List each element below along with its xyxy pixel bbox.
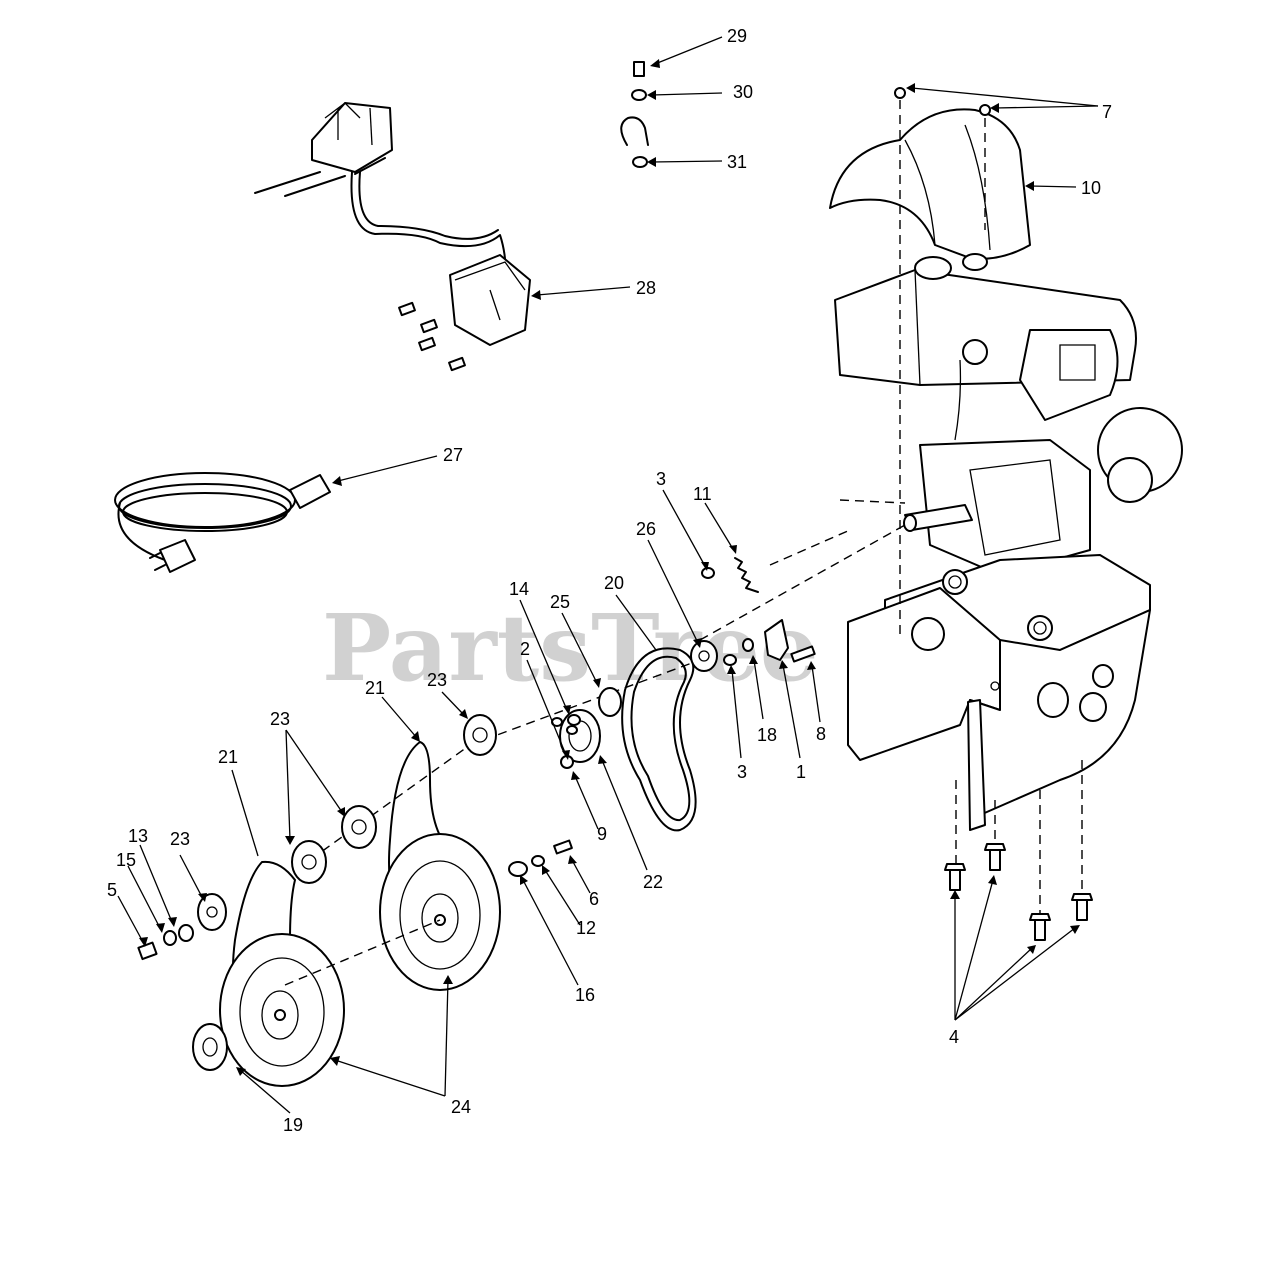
callout-18: 18 [757,725,777,745]
callout-29: 29 [727,26,747,46]
callout-11: 11 [693,484,712,504]
leader-lines [117,36,1099,1114]
callout-4: 4 [949,1027,959,1047]
callout-labels: 29 30 31 7 10 28 27 3 11 26 20 14 25 2 2… [107,26,1112,1135]
callout-16: 16 [575,985,595,1005]
callout-23-c: 23 [170,829,190,849]
callout-15: 15 [116,850,136,870]
engine-assembly [829,108,1183,656]
callout-14: 14 [509,579,529,599]
electric-starter [254,102,531,372]
power-cord [114,472,331,573]
callout-27: 27 [443,445,463,465]
callout-28: 28 [636,278,656,298]
callout-8: 8 [816,724,826,744]
callout-23-b: 23 [270,709,290,729]
callout-25: 25 [550,592,570,612]
crank-hardware [620,61,649,168]
watermark: PartsTree [322,594,818,702]
callout-30: 30 [733,82,753,102]
frame-bolts [944,760,1093,941]
callout-9: 9 [597,824,607,844]
callout-31: 31 [727,152,747,172]
frame-plates [847,587,1151,831]
callout-5: 5 [107,880,117,900]
shroud-bolts [894,87,991,640]
callout-3-upper: 3 [656,469,666,489]
callout-7: 7 [1102,102,1112,122]
callout-21-a: 21 [365,678,385,698]
callout-21-b: 21 [218,747,238,767]
callout-24: 24 [451,1097,471,1117]
callout-2: 2 [520,639,530,659]
callout-26: 26 [636,519,656,539]
callout-13: 13 [128,826,148,846]
pulleys [192,709,601,1087]
callout-10: 10 [1081,178,1101,198]
callout-1: 1 [796,762,806,782]
hardware [137,499,906,986]
callout-3-lower: 3 [737,762,747,782]
callout-12: 12 [576,918,596,938]
callout-6: 6 [589,889,599,909]
callout-23-a: 23 [427,670,447,690]
callout-20: 20 [604,573,624,593]
callout-22: 22 [643,872,663,892]
callout-19: 19 [283,1115,303,1135]
